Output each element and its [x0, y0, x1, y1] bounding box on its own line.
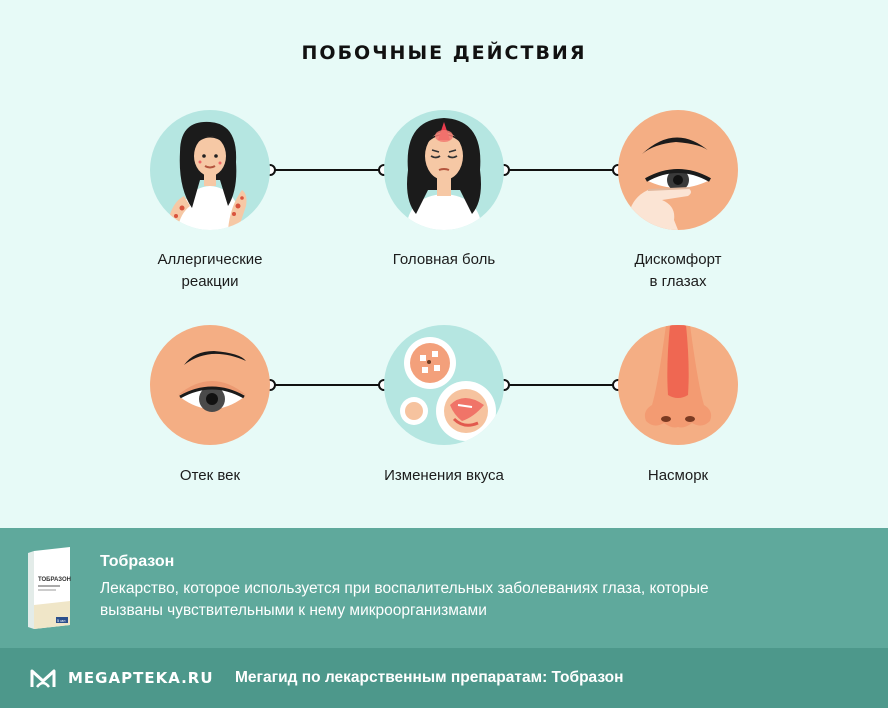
svg-text:5 мл: 5 мл [57, 618, 66, 623]
drug-description: Лекарство, которое используется при восп… [100, 580, 709, 619]
footer [0, 648, 888, 708]
effect-label-runny-nose: Насморк [647, 467, 709, 484]
connector-2-3 [498, 164, 624, 176]
megapteka-logo-icon [30, 669, 56, 688]
drug-info-band [0, 528, 888, 648]
effect-label-headache: Головная боль [392, 251, 496, 268]
effect-label-taste: Изменения вкуса [384, 467, 504, 484]
headache-woman-icon [384, 110, 504, 230]
taste-change-food-icon [384, 325, 504, 445]
eyelid-swelling-icon [150, 325, 270, 445]
runny-nose-icon [618, 325, 738, 445]
eye-discomfort-icon [618, 110, 738, 230]
page-title: ПОБОЧНЫЕ ДЕЙСТВИЯ [301, 42, 587, 64]
footer-guide-text: Мегагид по лекарственным препаратам: Тоб… [235, 669, 624, 686]
allergy-woman-icon [150, 110, 270, 230]
connector-1-2 [264, 164, 390, 176]
megapteka-logo-text[interactable]: MEGAPTEKA.RU [68, 669, 214, 687]
connector-4-5 [264, 379, 390, 391]
drug-name: Тобразон [100, 553, 175, 570]
medicine-box-icon: ТОБРАЗОН 5 мл [28, 547, 71, 629]
effect-label-eyelid-swelling: Отек век [179, 467, 241, 484]
svg-text:ТОБРАЗОН: ТОБРАЗОН [38, 577, 71, 583]
connector-5-6 [498, 379, 624, 391]
